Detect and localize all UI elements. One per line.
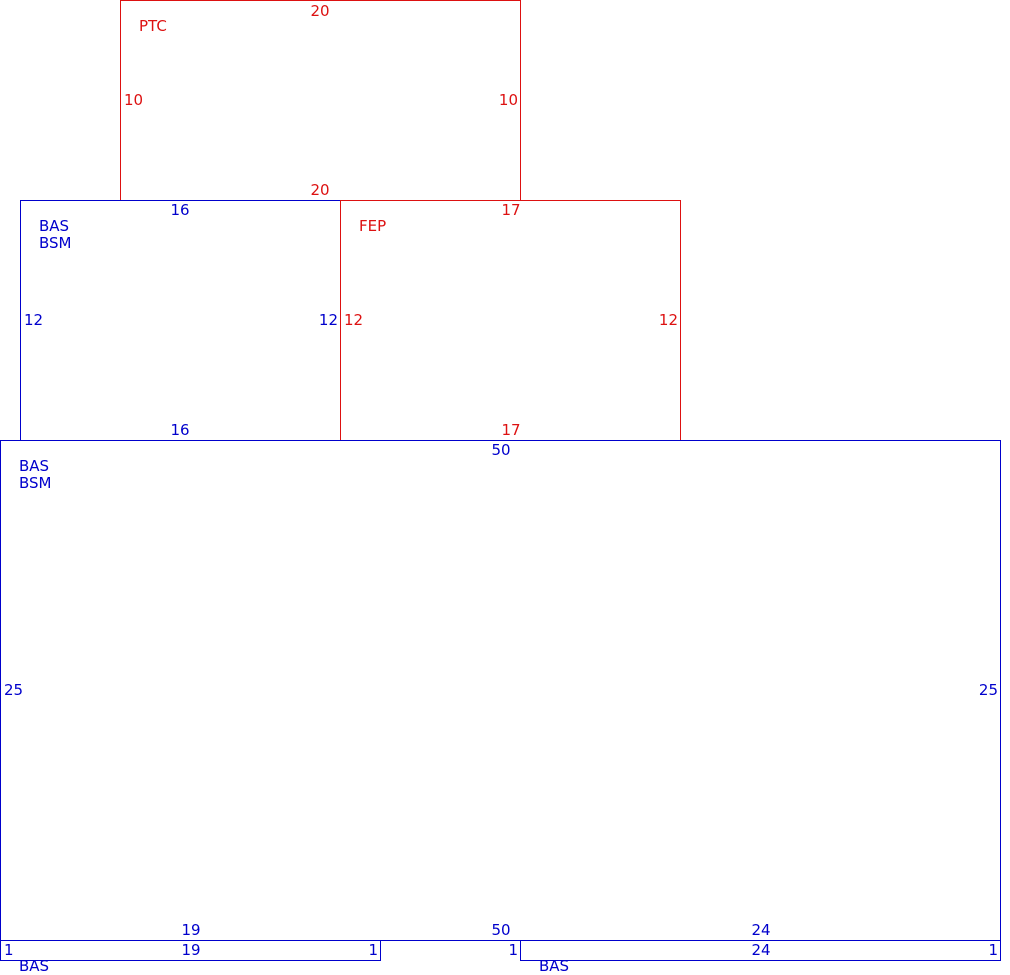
area-ptc-right-dim: 10	[499, 91, 518, 109]
area-ptc-top-dim: 20	[310, 2, 329, 20]
area-ptc-outline	[120, 0, 521, 201]
area-bas-main-code-2: BSM	[19, 474, 52, 492]
area-ptc-left-dim: 10	[124, 91, 143, 109]
area-bas-upper-left-dim: 12	[24, 311, 43, 329]
area-bas-strip-left-outline	[0, 940, 381, 961]
area-bas-main: BAS BSM 50 50 25 25	[0, 440, 1001, 941]
area-bas-strip-right: 24 24 1 1 BAS	[508, 921, 1001, 975]
area-bas-upper-bottom-dim: 16	[170, 421, 189, 439]
area-bas-main-top-dim: 50	[491, 441, 510, 459]
area-bas-upper-code-2: BSM	[39, 234, 72, 252]
area-bas-strip-left-code-1: BAS	[19, 957, 49, 975]
area-bas-main-outline	[0, 440, 1001, 941]
area-fep-code-1: FEP	[359, 217, 386, 235]
area-bas-strip-left-top-dim: 19	[181, 921, 200, 939]
area-fep-right-dim: 12	[659, 311, 678, 329]
area-bas-strip-left-right-dim: 1	[368, 941, 378, 959]
area-bas-main-bottom-dim: 50	[491, 921, 510, 939]
area-fep-top-dim: 17	[501, 201, 520, 219]
area-bas-strip-left-bottom-dim: 19	[181, 941, 200, 959]
area-bas-strip-right-right-dim: 1	[988, 941, 998, 959]
area-bas-upper-code-1: BAS	[39, 217, 69, 235]
area-ptc-code-1: PTC	[139, 17, 167, 35]
area-bas-upper: BAS BSM 16 16 12 12	[20, 200, 341, 441]
area-bas-main-left-dim: 25	[4, 681, 23, 699]
area-bas-strip-left-left-dim: 1	[4, 941, 14, 959]
area-bas-strip-right-bottom-dim: 24	[751, 941, 770, 959]
area-fep-bottom-dim: 17	[501, 421, 520, 439]
area-bas-upper-top-dim: 16	[170, 201, 189, 219]
area-bas-upper-right-dim: 12	[319, 311, 338, 329]
area-fep-outline	[340, 200, 681, 441]
area-bas-strip-left: 19 19 1 1 BAS	[0, 921, 381, 975]
area-fep-left-dim: 12	[344, 311, 363, 329]
area-fep: FEP 17 17 12 12	[340, 200, 681, 441]
area-bas-strip-right-top-dim: 24	[751, 921, 770, 939]
area-ptc-bottom-dim: 20	[310, 181, 329, 199]
area-bas-strip-right-left-dim: 1	[508, 941, 518, 959]
area-bas-strip-right-outline	[520, 940, 1001, 961]
area-bas-strip-right-code-1: BAS	[539, 957, 569, 975]
area-ptc: PTC 20 20 10 10	[120, 0, 521, 201]
area-bas-main-right-dim: 25	[979, 681, 998, 699]
area-bas-main-code-1: BAS	[19, 457, 49, 475]
